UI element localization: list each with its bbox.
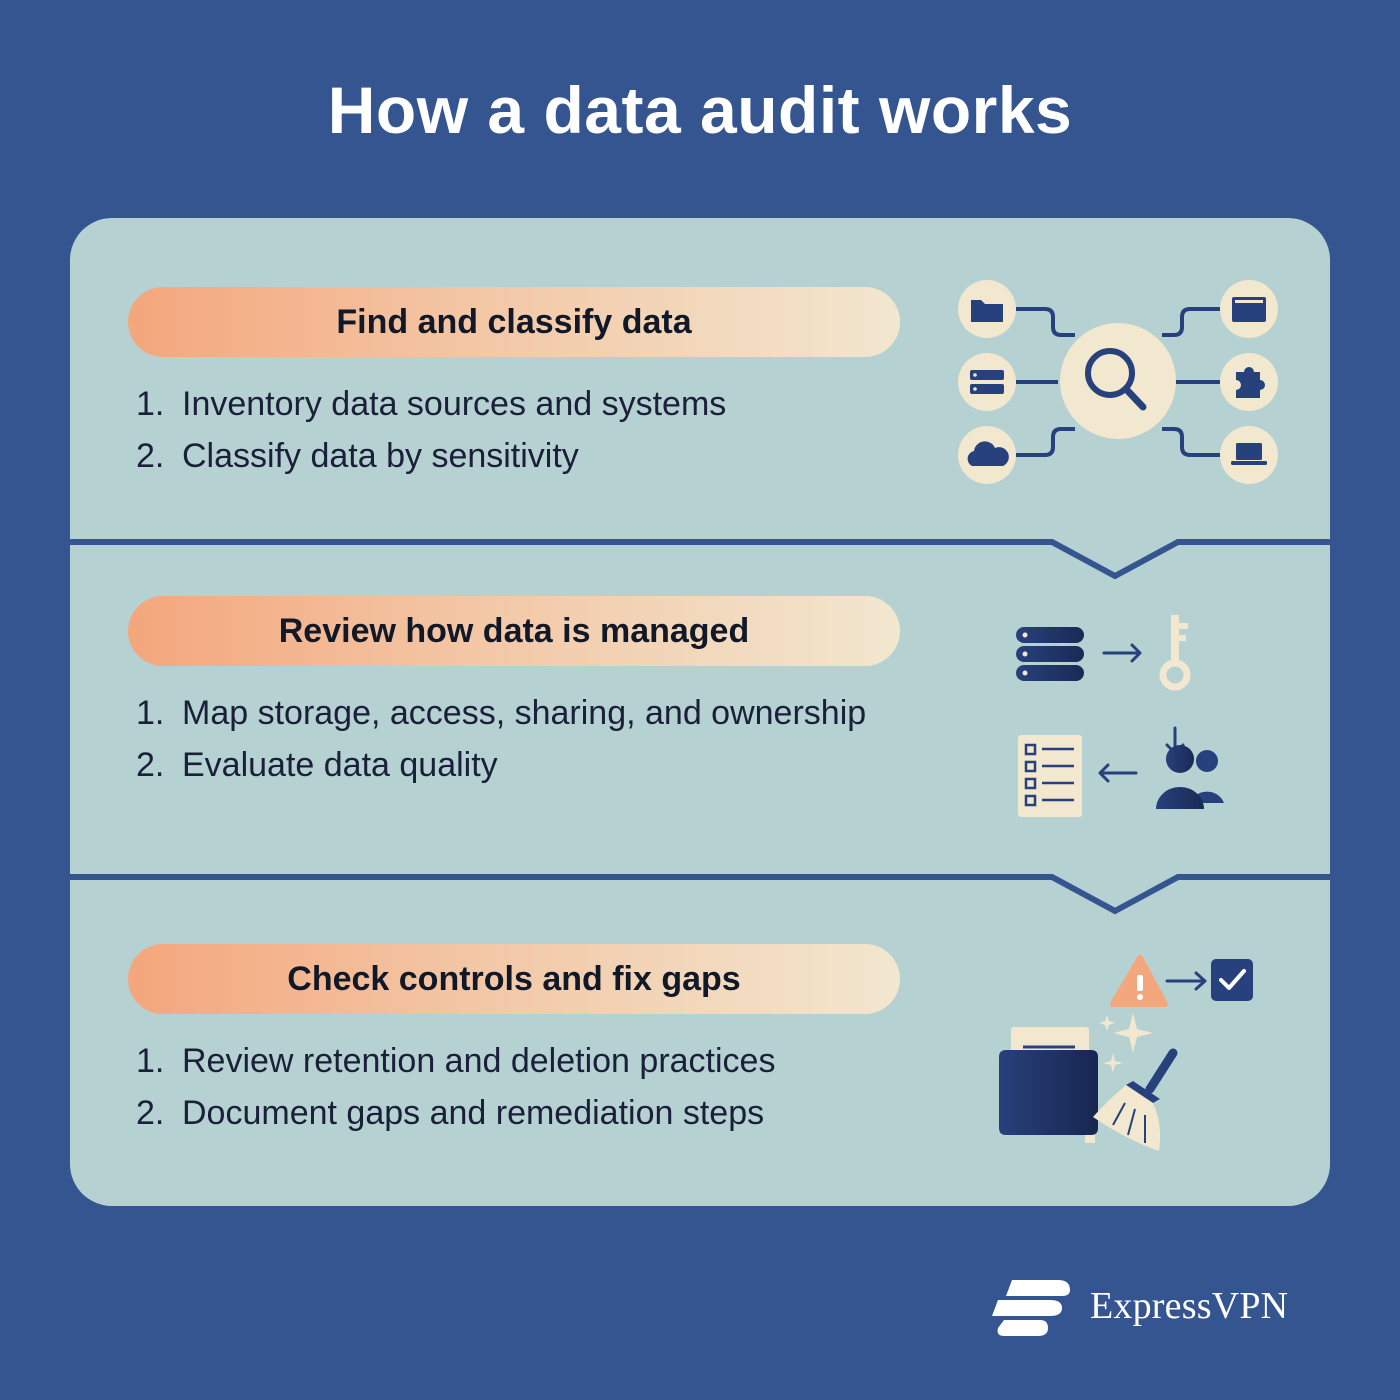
list-item: 2.Document gaps and remediation steps bbox=[136, 1094, 765, 1132]
section-divider bbox=[70, 874, 1330, 915]
checklist-icon bbox=[1018, 735, 1082, 817]
broom-icon bbox=[1093, 1048, 1178, 1151]
brand-name: ExpressVPN bbox=[1090, 1285, 1289, 1327]
folder-icon bbox=[999, 1027, 1098, 1143]
steps-card: Find and classify data 1.Inventory data … bbox=[70, 218, 1330, 1206]
key-icon bbox=[1159, 615, 1191, 691]
cloud-icon bbox=[958, 426, 1016, 484]
page-title: How a data audit works bbox=[327, 73, 1073, 147]
browser-window-icon bbox=[1220, 280, 1278, 338]
server-icon bbox=[958, 353, 1016, 411]
section-heading: Find and classify data bbox=[128, 287, 900, 357]
section-heading: Check controls and fix gaps bbox=[128, 944, 900, 1014]
puzzle-icon bbox=[1220, 353, 1278, 411]
expressvpn-logo-icon bbox=[992, 1280, 1070, 1336]
section-heading: Review how data is managed bbox=[128, 596, 900, 666]
step-list: 1.Map storage, access, sharing, and owne… bbox=[136, 692, 896, 796]
list-item: 2.Classify data by sensitivity bbox=[136, 437, 579, 475]
list-item: 1.Inventory data sources and systems bbox=[136, 385, 727, 423]
folder-icon bbox=[958, 280, 1016, 338]
data-sources-illustration bbox=[958, 280, 1278, 484]
magnifier-icon bbox=[1060, 323, 1176, 439]
section-review-managed: Review how data is managed 1.Map storage… bbox=[70, 543, 1330, 873]
step-list: 1.Review retention and deletion practice… bbox=[136, 1040, 896, 1144]
data-management-illustration bbox=[1016, 615, 1224, 817]
checkbox-icon bbox=[1211, 959, 1253, 1001]
controls-illustration bbox=[999, 955, 1253, 1151]
list-item: 2.Evaluate data quality bbox=[136, 746, 498, 784]
users-icon bbox=[1156, 745, 1224, 809]
warning-icon bbox=[1110, 955, 1168, 1007]
section-find-classify: Find and classify data 1.Inventory data … bbox=[70, 218, 1330, 543]
database-icon bbox=[1016, 627, 1084, 681]
step-list: 1.Inventory data sources and systems 2.C… bbox=[136, 383, 896, 487]
laptop-icon bbox=[1220, 426, 1278, 484]
sparkle-icon bbox=[1099, 1013, 1153, 1073]
section-check-controls: Check controls and fix gaps 1.Review ret… bbox=[70, 878, 1330, 1206]
list-item: 1.Review retention and deletion practice… bbox=[136, 1042, 776, 1080]
section-divider bbox=[70, 539, 1330, 580]
brand-logo: ExpressVPN bbox=[990, 1272, 1330, 1342]
list-item: 1.Map storage, access, sharing, and owne… bbox=[136, 694, 867, 732]
